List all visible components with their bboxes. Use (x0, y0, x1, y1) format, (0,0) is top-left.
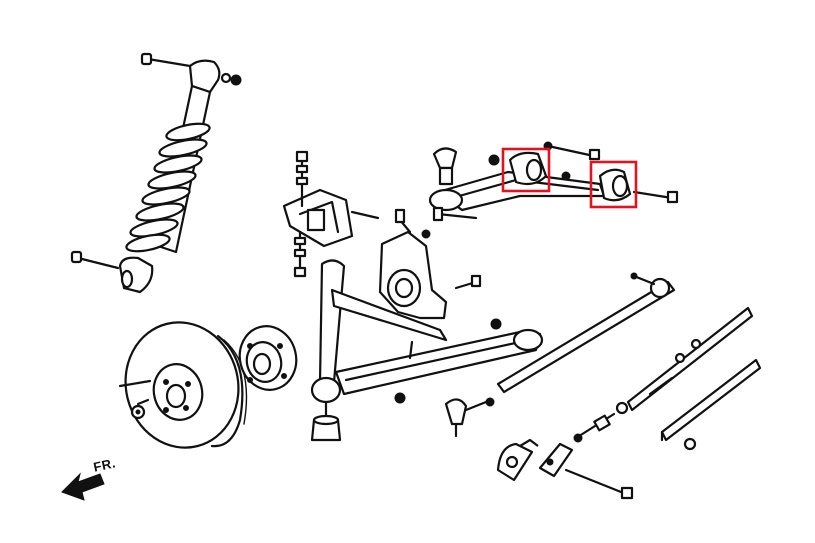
lateral-link-rod (496, 272, 676, 394)
brake-rotor (118, 321, 248, 449)
front-direction-arrow-icon (61, 472, 105, 501)
wheel-hub-bearing (238, 325, 298, 391)
trailing-link-rod (660, 358, 762, 451)
subframe-mount-bracket (282, 150, 380, 278)
steering-knuckle (378, 208, 482, 320)
link-bracket-hardware (496, 438, 634, 500)
tie-rod-assembly (444, 306, 754, 443)
coil-spring (125, 122, 211, 253)
shock-top-bolt (140, 52, 242, 86)
lower-control-arm (310, 259, 544, 442)
upper-control-arm (428, 141, 679, 222)
highlight-front-bushing (501, 147, 551, 193)
highlight-rear-bushing (589, 160, 638, 209)
coilover-shock-absorber (70, 52, 242, 294)
